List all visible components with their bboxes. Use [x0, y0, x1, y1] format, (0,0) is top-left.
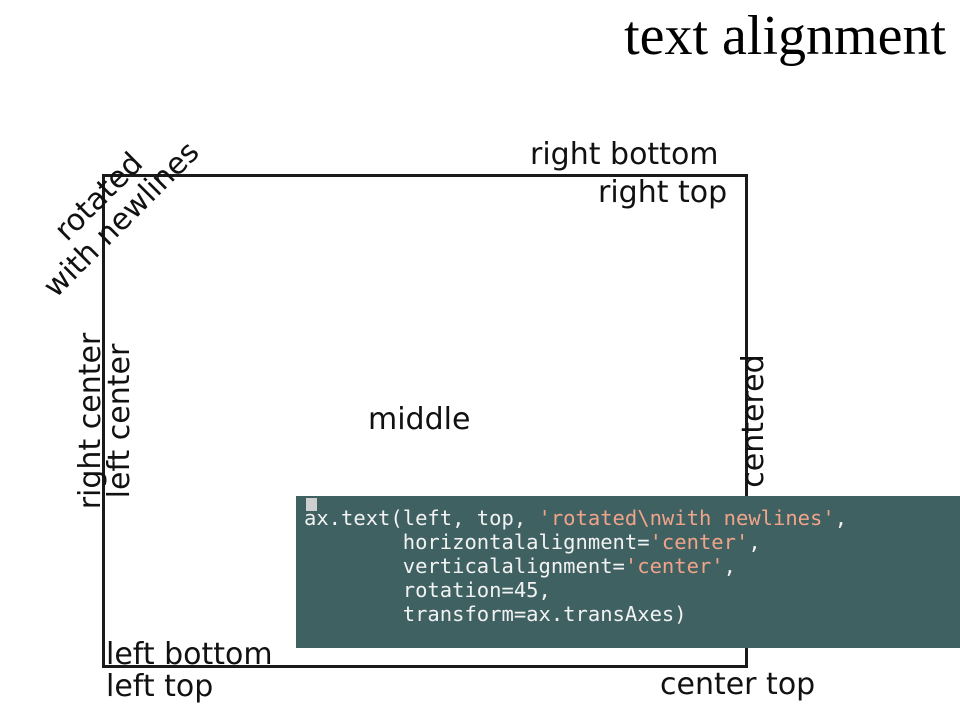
code-line2-pre: horizontalalignment=: [304, 530, 650, 554]
code-line3-post: ,: [723, 554, 736, 578]
cursor-block-icon: [306, 498, 317, 511]
code-line1-post: ,: [834, 506, 848, 530]
code-line5: transform=ax.transAxes): [304, 602, 687, 626]
label-middle: middle: [368, 402, 471, 437]
code-line2-post: ,: [748, 530, 761, 554]
code-line1-string: 'rotated\nwith newlines': [538, 506, 835, 530]
code-line2-string: 'center': [649, 530, 749, 554]
label-center-top: center top: [660, 667, 816, 702]
label-left-bottom: left bottom: [106, 637, 273, 672]
code-line3-string: 'center': [624, 554, 724, 578]
label-right-top: right top: [598, 175, 728, 210]
slide-title: text alignment: [624, 5, 946, 67]
axes-frame: [102, 174, 748, 668]
label-left-center: left center: [102, 343, 137, 499]
code-snippet: ax.text(left, top, 'rotated\nwith newlin…: [304, 506, 960, 626]
label-right-bottom: right bottom: [530, 137, 719, 172]
code-line3-pre: verticalalignment=: [304, 554, 625, 578]
code-line4: rotation=45,: [304, 578, 551, 602]
code-snippet-panel: ax.text(left, top, 'rotated\nwith newlin…: [296, 496, 960, 648]
code-line1-pre: ax.text(left, top,: [304, 506, 539, 530]
label-centered: centered: [736, 354, 771, 488]
label-left-top: left top: [106, 669, 214, 704]
